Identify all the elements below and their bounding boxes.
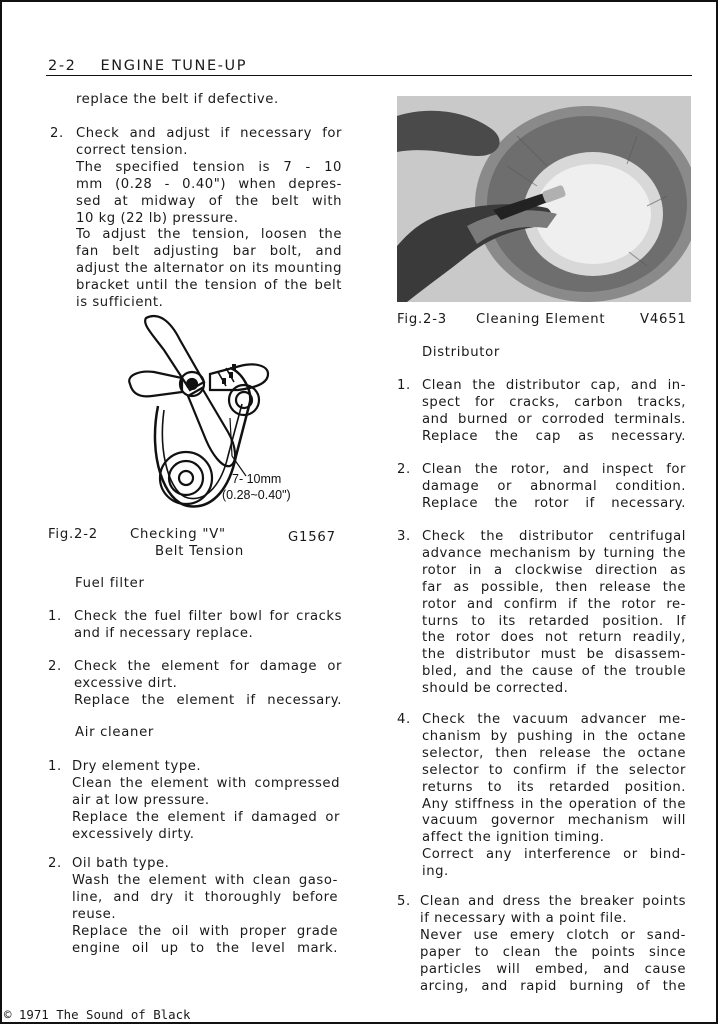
figure-2-3-label: Fig.2-3: [397, 312, 447, 327]
figure-2-3-title: Cleaning Element: [476, 312, 606, 327]
item-number: 1.: [48, 759, 62, 774]
copyright-footer: © 1971 The Sound of Black: [4, 1007, 191, 1022]
fuel-filter-item-1: Check the fuel filter bowl for cracks an…: [74, 609, 342, 641]
distributor-item-1: Clean the distributor cap, and in- spect…: [422, 378, 686, 444]
page-title: ENGINE TUNE-UP: [100, 58, 248, 74]
item-number: 4.: [397, 712, 411, 727]
air-cleaner-heading: Air cleaner: [75, 725, 155, 740]
item-number: 3.: [397, 529, 411, 544]
item-number: 1.: [48, 609, 62, 624]
page-number: 2-2: [48, 58, 77, 74]
air-cleaner-item-1: Dry element type. Clean the element with…: [72, 759, 340, 842]
distributor-item-3: Check the distributor centrifugal advanc…: [422, 529, 686, 697]
distributor-heading: Distributor: [422, 345, 501, 360]
intro-paragraph: replace the belt if defective.: [76, 92, 279, 107]
page-header: 2-2 ENGINE TUNE-UP: [48, 58, 247, 74]
item-number: 2.: [48, 856, 62, 871]
cleaning-element-photo: [397, 96, 691, 302]
belt-tension-paragraph: Check and adjust if necessary for correc…: [76, 126, 342, 311]
fuel-filter-item-2: Check the element for damage or excessiv…: [74, 659, 342, 708]
fuel-filter-heading: Fuel filter: [75, 576, 145, 591]
figure-2-2-title-line2: Belt Tension: [155, 544, 245, 559]
item-number: 2.: [50, 126, 64, 141]
dimension-inch: (0.28~0.40"): [222, 488, 291, 502]
distributor-item-4: Check the vacuum advancer me- chanism by…: [422, 712, 686, 880]
figure-2-2-title: Checking "V": [130, 527, 226, 542]
item-number: 2.: [48, 659, 62, 674]
item-number: 1.: [397, 378, 411, 393]
fan-belt-diagram: 7- 10mm (0.28~0.40"): [128, 314, 291, 508]
header-rule: [46, 75, 692, 76]
item-number: 2.: [397, 462, 411, 477]
distributor-item-5: Clean and dress the breaker points if ne…: [420, 894, 686, 994]
figure-2-2-label: Fig.2-2: [48, 527, 98, 542]
dimension-mm: 7- 10mm: [232, 472, 281, 486]
item-number: 5.: [397, 894, 411, 909]
distributor-item-2: Clean the rotor, and inspect for damage …: [422, 462, 686, 511]
air-cleaner-item-2: Oil bath type. Wash the element with cle…: [72, 856, 338, 956]
figure-2-2-code: G1567: [288, 530, 336, 545]
figure-2-3-code: V4651: [640, 312, 687, 327]
